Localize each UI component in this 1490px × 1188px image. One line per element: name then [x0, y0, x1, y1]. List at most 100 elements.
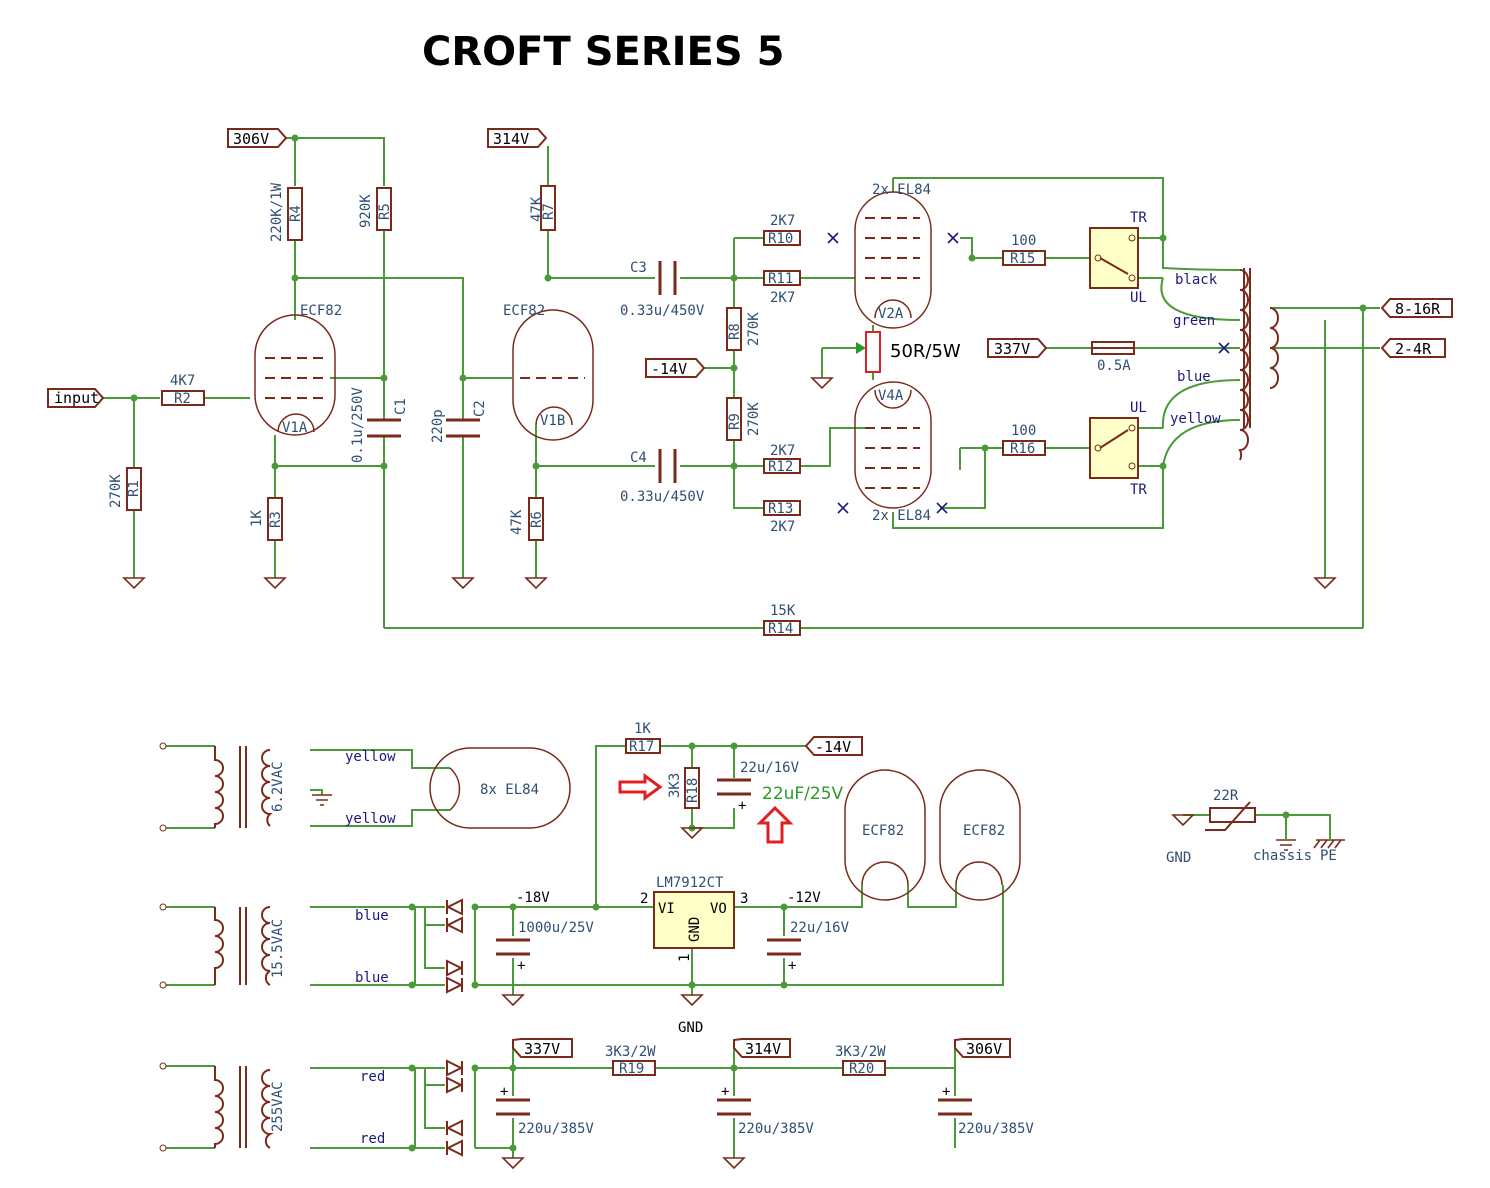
ground-symbols — [122, 377, 1337, 590]
heater-ecf82-2: ECF82 — [939, 769, 1021, 901]
svg-text:VO: VO — [710, 901, 727, 917]
svg-text:3K3: 3K3 — [667, 773, 683, 798]
svg-text:R2: R2 — [174, 391, 191, 407]
svg-text:+: + — [738, 798, 746, 814]
capacitor-c1: C1 0.1u/250V — [350, 387, 409, 463]
svg-text:100: 100 — [1011, 423, 1036, 439]
svg-text:R20: R20 — [849, 1061, 874, 1077]
svg-text:22u/16V: 22u/16V — [740, 760, 800, 776]
resistor-r3: R3 1K — [249, 497, 284, 541]
fuse-0.5a: 0.5A — [1091, 341, 1135, 374]
flag-2-4r: 2-4R — [1380, 338, 1446, 358]
svg-text:47K: 47K — [509, 509, 525, 535]
resistor-r19: R19 3K3/2W — [605, 1044, 656, 1077]
svg-text:UL: UL — [1130, 400, 1147, 416]
svg-text:-12V: -12V — [787, 890, 821, 906]
resistor-r2: R2 4K7 — [161, 373, 205, 407]
svg-text:3K3/2W: 3K3/2W — [835, 1044, 886, 1060]
heater-el84: 8x EL84 — [429, 747, 571, 829]
svg-text:0.5A: 0.5A — [1097, 358, 1131, 374]
svg-text:C4: C4 — [630, 450, 647, 466]
svg-text:blue: blue — [355, 908, 389, 924]
svg-text:306V: 306V — [966, 1040, 1002, 1058]
svg-text:LM7912CT: LM7912CT — [656, 875, 724, 891]
resistor-r7: R7 47K — [529, 185, 557, 231]
svg-text:1K: 1K — [249, 510, 265, 527]
svg-text:input: input — [54, 389, 99, 407]
svg-text:8-16R: 8-16R — [1395, 300, 1441, 318]
svg-text:15.5VAC: 15.5VAC — [270, 919, 286, 978]
svg-text:-18V: -18V — [516, 890, 550, 906]
regulator-lm7912: LM7912CT VI VO GND 2 3 1 -18V -12V GND — [516, 875, 821, 1036]
flag-337v: 337V — [987, 338, 1048, 358]
psu-junction-dots — [408, 742, 1290, 1152]
svg-text:R5: R5 — [377, 203, 393, 220]
svg-text:2K7: 2K7 — [770, 213, 795, 229]
bias-pot: 50R/5W — [856, 331, 961, 373]
svg-text:+: + — [500, 1084, 508, 1100]
svg-text:220u/385V: 220u/385V — [958, 1121, 1034, 1137]
flag-337v-psu: 337V — [512, 1038, 573, 1058]
svg-text:-14V: -14V — [651, 360, 687, 378]
svg-text:2K7: 2K7 — [770, 443, 795, 459]
svg-text:+: + — [517, 958, 525, 974]
svg-text:270K: 270K — [746, 402, 762, 436]
svg-text:R18: R18 — [685, 778, 701, 803]
flag-314v: 314V — [487, 128, 548, 148]
svg-text:2x EL84: 2x EL84 — [872, 182, 931, 198]
capacitor-c4: C4 0.33u/450V — [620, 449, 705, 505]
svg-text:R12: R12 — [768, 459, 793, 475]
svg-text:8x EL84: 8x EL84 — [480, 782, 539, 798]
flag-306v-psu: 306V — [954, 1038, 1011, 1058]
svg-text:GND: GND — [678, 1020, 703, 1036]
svg-text:R6: R6 — [529, 511, 545, 528]
flag-306v: 306V — [227, 128, 288, 148]
psu-transformer-255v: 255VAC red red — [159, 1062, 385, 1152]
svg-text:R3: R3 — [268, 511, 284, 528]
resistor-r8: R8 270K — [726, 307, 762, 351]
resistor-r10: R10 2K7 — [763, 213, 801, 247]
switch-top: TR UL — [1089, 210, 1147, 306]
svg-text:ECF82: ECF82 — [300, 303, 342, 319]
svg-text:337V: 337V — [524, 1040, 560, 1058]
psu-ground-symbols — [501, 827, 746, 1170]
svg-text:ECF82: ECF82 — [503, 303, 545, 319]
amp-wiring — [100, 137, 1380, 629]
svg-text:R4: R4 — [288, 205, 304, 222]
svg-text:yellow: yellow — [1170, 411, 1221, 427]
svg-text:6.2VAC: 6.2VAC — [270, 761, 286, 812]
svg-text:red: red — [360, 1131, 385, 1147]
svg-text:4K7: 4K7 — [170, 373, 195, 389]
svg-text:red: red — [360, 1069, 385, 1085]
psu-wiring — [163, 745, 1331, 1158]
tube-v1b: ECF82 V1B — [503, 303, 594, 441]
svg-text:314V: 314V — [493, 130, 529, 148]
svg-text:R16: R16 — [1010, 441, 1035, 457]
svg-text:22R: 22R — [1213, 788, 1239, 804]
svg-text:R7: R7 — [541, 203, 557, 220]
svg-text:green: green — [1173, 313, 1215, 329]
annotation-arrows: 22uF/25V — [618, 773, 844, 844]
svg-text:blue: blue — [355, 970, 389, 986]
resistor-r9: R9 270K — [726, 397, 762, 441]
svg-text:220K/1W: 220K/1W — [269, 182, 285, 242]
cap-hv3: + 220u/385V — [938, 1084, 1034, 1137]
svg-text:270K: 270K — [746, 312, 762, 346]
svg-text:2K7: 2K7 — [770, 290, 795, 306]
svg-text:306V: 306V — [233, 130, 269, 148]
svg-text:2: 2 — [640, 891, 648, 907]
svg-text:C3: C3 — [630, 260, 647, 276]
svg-text:black: black — [1175, 272, 1218, 288]
svg-text:V2A: V2A — [878, 306, 904, 322]
svg-text:-14V: -14V — [815, 738, 851, 756]
heater-ecf82-1: ECF82 — [844, 769, 926, 901]
flag-neg14v: -14V — [645, 358, 706, 378]
svg-text:R10: R10 — [768, 231, 793, 247]
junction-dots — [130, 134, 1367, 470]
svg-text:1K: 1K — [634, 721, 651, 737]
input-flag: input — [47, 388, 105, 408]
svg-text:R19: R19 — [619, 1061, 644, 1077]
resistor-r6: R6 47K — [509, 497, 545, 541]
psu-transformer-15v: 15.5VAC blue blue — [159, 903, 389, 989]
cap-hv2: + 220u/385V — [717, 1084, 814, 1137]
